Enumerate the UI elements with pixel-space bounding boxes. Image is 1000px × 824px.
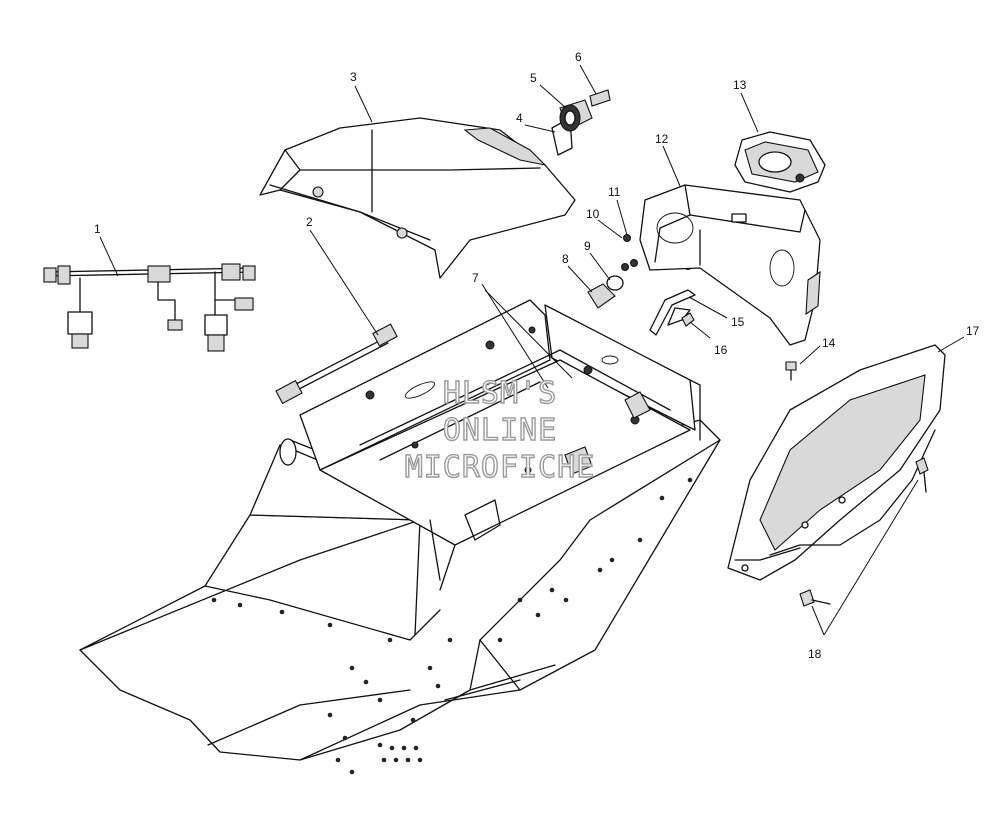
callout-18: 18 — [808, 647, 822, 661]
watermark: HLSM'S ONLINE MICROFICHE — [404, 375, 596, 485]
seat-cover — [259, 117, 576, 279]
callout-11: 11 — [608, 185, 621, 199]
callout-5: 5 — [530, 71, 537, 85]
callout-17: 17 — [966, 324, 980, 338]
callout-14: 14 — [822, 336, 836, 350]
callout-9: 9 — [584, 239, 591, 253]
chassis-holes — [211, 477, 693, 775]
tail-light — [734, 131, 826, 193]
callout-13: 13 — [733, 78, 747, 92]
callout-15: 15 — [731, 315, 745, 329]
callout-16: 16 — [714, 343, 728, 357]
screw — [785, 361, 797, 381]
watermark-line-1: HLSM'S — [443, 376, 557, 411]
wire-harness — [43, 263, 256, 352]
callout-10: 10 — [586, 207, 600, 221]
latch-lock-key — [551, 89, 611, 156]
leader-lines — [99, 64, 965, 636]
callout-8: 8 — [562, 252, 569, 266]
callout-3: 3 — [350, 70, 357, 84]
watermark-line-2: ONLINE — [443, 413, 557, 448]
callout-2: 2 — [306, 215, 313, 229]
callout-4: 4 — [516, 111, 523, 125]
callout-numbers: 1 2 3 4 5 6 7 8 9 10 11 12 13 14 15 16 1… — [94, 50, 980, 661]
callout-1: 1 — [94, 222, 101, 236]
rear-housing — [639, 184, 821, 346]
callout-7: 7 — [472, 271, 479, 285]
watermark-line-3: MICROFICHE — [405, 450, 596, 485]
callout-6: 6 — [575, 50, 582, 64]
rivets — [799, 457, 929, 607]
side-panel — [727, 344, 946, 581]
cable — [275, 323, 398, 405]
brackets — [649, 289, 696, 336]
rear-frame — [299, 299, 701, 591]
callout-12: 12 — [655, 132, 669, 146]
